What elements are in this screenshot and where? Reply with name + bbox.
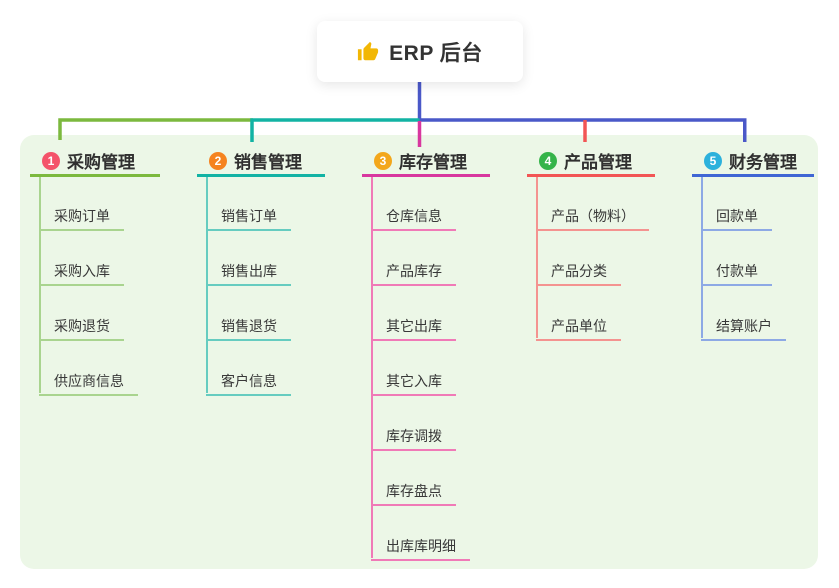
child-node[interactable]: 销售退货 bbox=[206, 300, 291, 341]
child-label: 产品（物料） bbox=[551, 208, 635, 224]
child-label: 库存调拨 bbox=[386, 428, 442, 444]
child-node[interactable]: 采购入库 bbox=[39, 245, 124, 286]
child-node[interactable]: 库存盘点 bbox=[371, 465, 456, 506]
child-node[interactable]: 采购订单 bbox=[39, 190, 124, 231]
branch-node-5[interactable]: 5 财务管理 bbox=[692, 147, 814, 177]
child-node[interactable]: 产品库存 bbox=[371, 245, 456, 286]
child-label: 供应商信息 bbox=[54, 373, 124, 389]
child-node[interactable]: 产品单位 bbox=[536, 300, 621, 341]
child-label: 采购入库 bbox=[54, 263, 110, 279]
branch-label: 采购管理 bbox=[67, 153, 135, 172]
branch-label: 库存管理 bbox=[399, 153, 467, 172]
child-label: 销售订单 bbox=[221, 208, 277, 224]
branch-node-2[interactable]: 2 销售管理 bbox=[197, 147, 325, 177]
child-label: 付款单 bbox=[716, 263, 758, 279]
child-label: 产品单位 bbox=[551, 318, 607, 334]
child-node[interactable]: 出库库明细 bbox=[371, 520, 470, 561]
child-node[interactable]: 销售出库 bbox=[206, 245, 291, 286]
root-node[interactable]: ERP 后台 bbox=[317, 21, 523, 82]
child-label: 客户信息 bbox=[221, 373, 277, 389]
child-label: 销售退货 bbox=[221, 318, 277, 334]
child-label: 回款单 bbox=[716, 208, 758, 224]
child-node[interactable]: 销售订单 bbox=[206, 190, 291, 231]
branch-badge: 3 bbox=[374, 151, 392, 170]
child-node[interactable]: 库存调拨 bbox=[371, 410, 456, 451]
branch-node-3[interactable]: 3 库存管理 bbox=[362, 147, 490, 177]
child-label: 销售出库 bbox=[221, 263, 277, 279]
branch-label: 财务管理 bbox=[729, 153, 797, 172]
branch-spine bbox=[371, 177, 373, 558]
branch-label: 销售管理 bbox=[234, 153, 302, 172]
branch-badge: 5 bbox=[704, 151, 722, 170]
child-node[interactable]: 回款单 bbox=[701, 190, 772, 231]
child-label: 其它出库 bbox=[386, 318, 442, 334]
branch-label: 产品管理 bbox=[564, 153, 632, 172]
child-node[interactable]: 供应商信息 bbox=[39, 355, 138, 396]
child-label: 产品分类 bbox=[551, 263, 607, 279]
child-label: 其它入库 bbox=[386, 373, 442, 389]
branch-node-1[interactable]: 1 采购管理 bbox=[30, 147, 160, 177]
child-node[interactable]: 结算账户 bbox=[701, 300, 786, 341]
child-label: 库存盘点 bbox=[386, 483, 442, 499]
child-node[interactable]: 产品分类 bbox=[536, 245, 621, 286]
branch-badge: 2 bbox=[209, 151, 227, 170]
child-label: 采购退货 bbox=[54, 318, 110, 334]
branch-spine bbox=[701, 177, 703, 338]
child-node[interactable]: 产品（物料） bbox=[536, 190, 649, 231]
child-node[interactable]: 付款单 bbox=[701, 245, 772, 286]
child-node[interactable]: 其它出库 bbox=[371, 300, 456, 341]
child-node[interactable]: 其它入库 bbox=[371, 355, 456, 396]
child-label: 仓库信息 bbox=[386, 208, 442, 224]
thumbs-up-icon bbox=[357, 41, 379, 63]
background-panel bbox=[20, 135, 818, 569]
root-label: ERP 后台 bbox=[389, 41, 483, 65]
child-label: 产品库存 bbox=[386, 263, 442, 279]
branch-badge: 4 bbox=[539, 151, 557, 170]
branch-badge: 1 bbox=[42, 151, 60, 170]
child-node[interactable]: 仓库信息 bbox=[371, 190, 456, 231]
child-label: 出库库明细 bbox=[386, 538, 456, 554]
child-label: 采购订单 bbox=[54, 208, 110, 224]
branch-node-4[interactable]: 4 产品管理 bbox=[527, 147, 655, 177]
child-node[interactable]: 客户信息 bbox=[206, 355, 291, 396]
branch-spine bbox=[536, 177, 538, 338]
child-label: 结算账户 bbox=[716, 318, 772, 334]
child-node[interactable]: 采购退货 bbox=[39, 300, 124, 341]
